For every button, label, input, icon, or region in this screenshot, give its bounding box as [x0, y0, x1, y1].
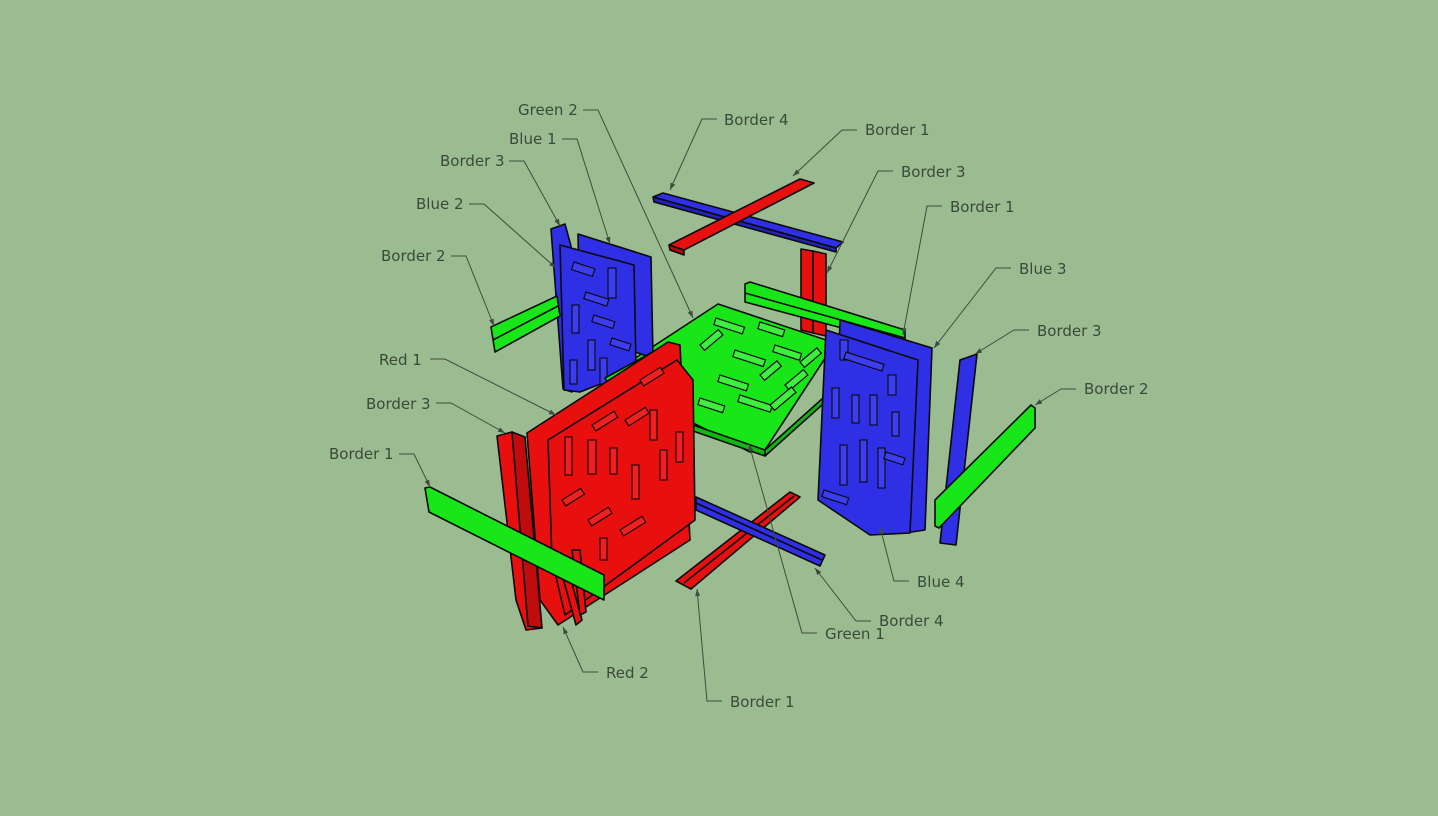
leader-line-green-2-top [583, 109, 694, 319]
red-border-3-left-post [496, 431, 543, 631]
top-blue-border-4-bar [652, 192, 844, 253]
leader-line-blue-3 [933, 267, 1011, 349]
leader-line-red-2 [562, 626, 598, 673]
leader-line-border-4-bottom [814, 567, 871, 622]
leader-lines [399, 109, 1076, 702]
arrowhead-icon [563, 627, 569, 635]
bottom-blue-border-4-bar [695, 496, 826, 567]
leader-line-blue-1-top [562, 138, 611, 245]
green-floor-maze [604, 303, 836, 457]
arrowhead-icon [670, 182, 676, 190]
arrowhead-icon [497, 427, 505, 433]
label-red-2: Red 2 [606, 664, 649, 682]
leader-line-border-3-top [826, 170, 893, 274]
leader-line-border-1-top [792, 129, 857, 177]
label-blue-1-top: Blue 1 [509, 130, 557, 148]
right-green-border-2 [934, 404, 1036, 529]
arrowhead-icon [548, 409, 556, 415]
left-green-border-1 [424, 486, 605, 601]
leader-line-green-1 [748, 443, 817, 634]
leader-line-border-2-left [451, 255, 495, 327]
arrowhead-icon [934, 340, 941, 348]
arrowhead-icon [549, 261, 556, 268]
leader-line-blue-4 [879, 526, 909, 582]
arrowhead-icon [815, 568, 822, 576]
label-blue-4: Blue 4 [917, 573, 965, 591]
leader-line-border-1-bottom [696, 588, 722, 702]
arrowhead-icon [424, 479, 430, 487]
label-border-1-right: Border 1 [950, 198, 1015, 216]
arrowhead-icon [605, 236, 611, 244]
label-border-2-right: Border 2 [1084, 380, 1149, 398]
label-red-1: Red 1 [379, 351, 422, 369]
leader-line-blue-2 [469, 203, 557, 269]
label-border-1-top: Border 1 [865, 121, 930, 139]
red-wall [526, 341, 696, 626]
arrowhead-icon [748, 444, 754, 452]
arrowhead-icon [554, 218, 560, 226]
leader-line-border-4-top [669, 118, 717, 191]
leader-line-border-1-right [902, 205, 942, 336]
top-red-border-1-bar [668, 178, 815, 256]
label-border-4-bottom: Border 4 [879, 612, 944, 630]
label-border-1-left: Border 1 [329, 445, 394, 463]
leader-line-border-3-tl [509, 160, 561, 227]
label-border-3-tl: Border 3 [440, 152, 505, 170]
label-border-3-right: Border 3 [1037, 322, 1102, 340]
label-green-1: Green 1 [825, 625, 885, 643]
arrowhead-icon [687, 310, 693, 318]
right-blue-wall [817, 319, 933, 536]
leader-line-border-1-left [399, 453, 431, 488]
label-border-2-left: Border 2 [381, 247, 446, 265]
arrowhead-icon [901, 327, 907, 335]
label-border-1-bottom: Border 1 [730, 693, 795, 711]
label-blue-3: Blue 3 [1019, 260, 1067, 278]
leader-line-red-1 [430, 358, 557, 416]
arrowhead-icon [975, 348, 983, 354]
arrowhead-icon [1035, 399, 1043, 405]
label-blue-2: Blue 2 [416, 195, 464, 213]
arrowhead-icon [489, 318, 494, 326]
arrowhead-icon [827, 265, 833, 273]
label-border-3-top: Border 3 [901, 163, 966, 181]
leader-line-border-2-right [1034, 388, 1076, 406]
leader-line-border-3-right [974, 329, 1029, 355]
leader-line-border-3-left [436, 402, 506, 434]
arrowhead-icon [695, 589, 701, 597]
label-border-4-top: Border 4 [724, 111, 789, 129]
left-blue-wall [550, 223, 654, 393]
label-green-2-top: Green 2 [518, 101, 578, 119]
label-border-3-left: Border 3 [366, 395, 431, 413]
arrowhead-icon [879, 527, 885, 535]
left-green-border-2 [490, 295, 561, 353]
arrowhead-icon [793, 169, 800, 176]
